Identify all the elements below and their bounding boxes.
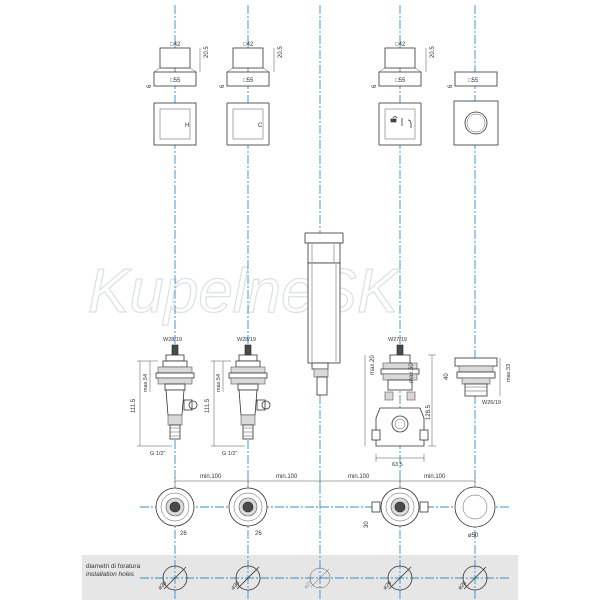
- plan-dim-4: ø50: [468, 533, 479, 539]
- watermark: KupelneSK: [88, 257, 401, 326]
- max-dim-1: max.54: [143, 374, 149, 392]
- spacing-d: min.100: [424, 474, 446, 480]
- dim-bottom-2: □55: [243, 78, 254, 84]
- connection-dim-2: G 1/2": [222, 451, 237, 457]
- handle-elevation-4: □55 6: [448, 71, 498, 88]
- diverter-symbol-icon: [390, 116, 412, 128]
- dim-side-1: 6: [147, 84, 153, 88]
- plan-dim-2: 26: [255, 531, 262, 537]
- plan-dim-3: 30: [364, 521, 370, 528]
- hole-5: ø28: [457, 565, 488, 591]
- dim-side-2: 6: [220, 84, 226, 88]
- diverter-side: W27/19 max.20 max.50 128.5 63.5: [364, 337, 436, 468]
- hot-mark: H: [185, 123, 189, 129]
- width-dim: 63.5: [392, 462, 403, 468]
- handle-elevation-1: □42 □55 20.5 6: [147, 42, 210, 88]
- installation-holes-band: [82, 555, 518, 600]
- holes-label-it: diametri di foratura: [86, 563, 141, 570]
- dim-bottom-4: □55: [468, 78, 479, 84]
- height-dim-3: 128.5: [426, 404, 432, 420]
- max20-dim: max.20: [370, 355, 376, 375]
- plan-view-3: 30: [364, 487, 429, 528]
- dim-side-4: 6: [448, 84, 454, 88]
- height-dim-4: 40: [444, 373, 450, 380]
- plan-view-2: 26: [228, 487, 268, 537]
- handle-front-3: [378, 102, 422, 146]
- max33-dim: max.33: [506, 364, 512, 382]
- handle-elevation-2: □42 □55 20.5 6: [220, 42, 284, 88]
- spacing-a: min.100: [200, 474, 222, 480]
- plan-view-1: 26: [155, 487, 195, 537]
- max50-dim: max.50: [409, 363, 415, 383]
- dim-bottom-3: □55: [395, 78, 406, 84]
- hole-dim-3: ø24: [303, 579, 314, 590]
- plan-view-4: ø50: [454, 486, 496, 539]
- height-dim-1: 111.5: [131, 398, 137, 413]
- handle-front-1: H: [153, 102, 197, 146]
- handle-front-4: [453, 100, 499, 146]
- dim-top-1: □42: [170, 42, 181, 48]
- handle-front-2: C: [226, 102, 270, 146]
- spacing-dimensions: min.100 min.100 min.100 min.100: [174, 474, 476, 485]
- thread-dim-1: W28/19: [163, 337, 182, 343]
- spacing-b: min.100: [276, 474, 298, 480]
- cold-mark: C: [258, 123, 263, 129]
- plan-dim-1: 26: [180, 531, 187, 537]
- thread-dim-2: W28/19: [237, 337, 256, 343]
- thread-dim-4: W26/19: [482, 400, 501, 406]
- hole-dim-2: ø30: [230, 580, 241, 591]
- max-dim-2: max.54: [216, 374, 222, 392]
- hole-2: ø30: [230, 565, 261, 591]
- spout: [304, 232, 344, 396]
- dim-height-2: 20.5: [278, 46, 284, 58]
- hole-dim-5: ø28: [457, 580, 468, 591]
- dim-side-3: 6: [372, 84, 378, 88]
- dim-top-3: □42: [395, 42, 406, 48]
- hole-dim-1: ø30: [157, 580, 168, 591]
- valve-side-2: W28/19 111.5 max.54 G 1/2": [205, 337, 271, 457]
- handle-elevation-3: □42 □55 20.5 6: [372, 42, 436, 88]
- dim-top-2: □42: [243, 42, 254, 48]
- hole-dim-4: ø29: [382, 580, 393, 591]
- installation-holes: diametri di foratura installation holes …: [86, 563, 488, 591]
- dim-height-1: 20.5: [204, 46, 210, 58]
- valve-side-1: W28/19 111.5 max.54 G 1/2": [131, 337, 198, 457]
- connection-dim-1: G 1/2": [150, 451, 165, 457]
- hole-1: ø30: [157, 565, 188, 591]
- height-dim-2: 111.5: [205, 398, 211, 413]
- spacing-c: min.100: [348, 474, 370, 480]
- aerator-side: max.33 40 W26/19: [444, 357, 512, 406]
- hole-3: ø24: [303, 567, 331, 590]
- hole-4: ø29: [382, 565, 413, 591]
- dim-bottom-1: □55: [170, 78, 181, 84]
- dim-height-3: 20.5: [430, 46, 436, 58]
- holes-label-en: installation holes: [86, 571, 135, 578]
- thread-dim-3: W27/19: [388, 337, 407, 343]
